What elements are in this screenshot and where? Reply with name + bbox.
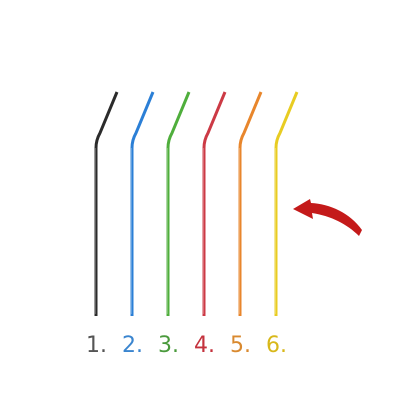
straw-label-3: 3. xyxy=(158,333,179,358)
straw-3 xyxy=(166,91,191,316)
straws-group xyxy=(94,91,299,316)
straw-1 xyxy=(94,91,119,316)
straw-2 xyxy=(130,91,155,316)
straw-label-5: 5. xyxy=(230,333,251,358)
straw-label-4: 4. xyxy=(194,333,215,358)
straw-6 xyxy=(274,91,299,316)
straw-label-1: 1. xyxy=(86,333,107,358)
straw-label-2: 2. xyxy=(122,333,143,358)
straw-5 xyxy=(238,91,263,316)
straw-label-6: 6. xyxy=(266,333,287,358)
curved-arrow-icon xyxy=(293,199,362,236)
straw-4 xyxy=(202,91,227,316)
labels-group: 1. 2. 3. 4. 5. 6. xyxy=(86,333,287,358)
